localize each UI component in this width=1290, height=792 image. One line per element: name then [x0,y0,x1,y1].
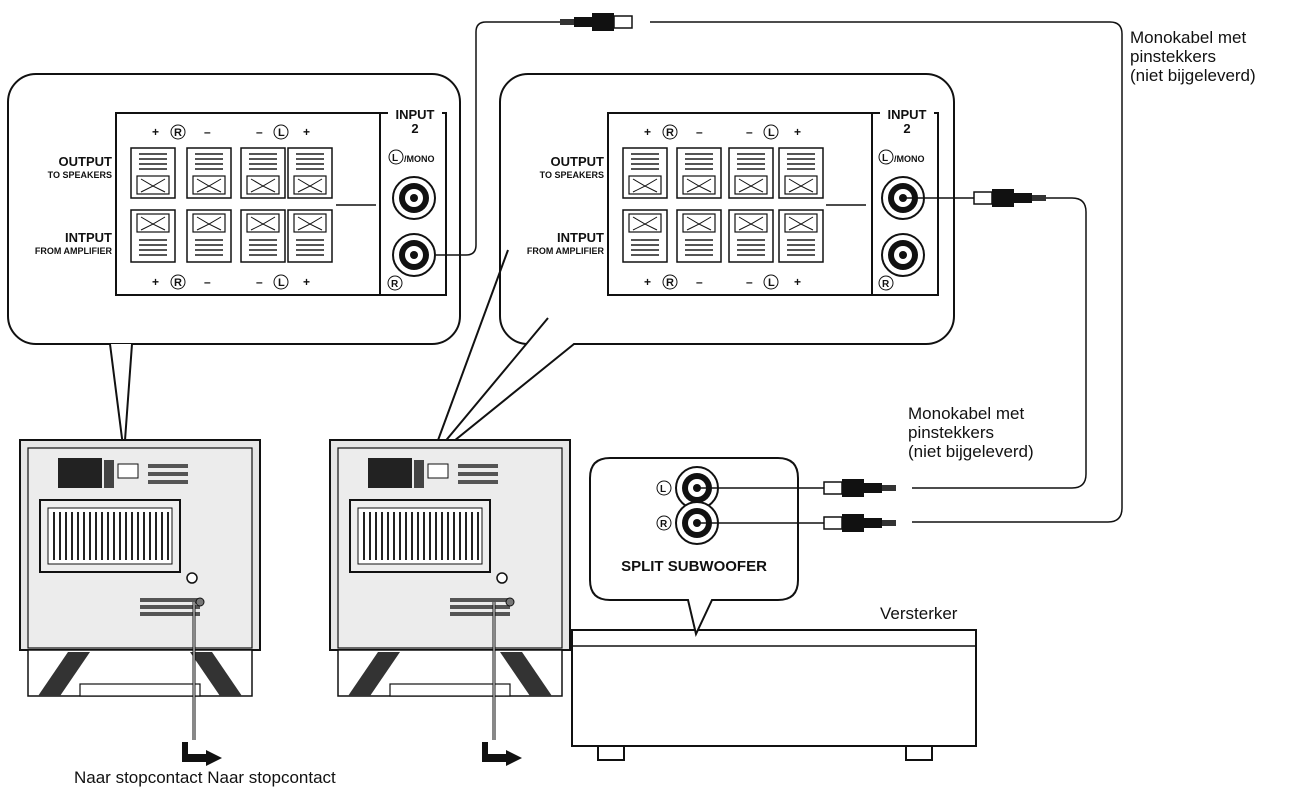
polarity-minus: – [256,275,263,289]
input2-label: INPUT [888,107,927,122]
right-channel-symbol: R [666,127,674,139]
polarity-minus: – [696,125,703,139]
cable-label-middle: Monokabel met pinstekkers (niet bijgelev… [908,404,1034,461]
callout-pointer-left [109,343,133,455]
subwoofer-right [329,439,571,697]
rca-plug-amp-right-icon [823,513,897,533]
rca-jack-right [881,233,925,277]
polarity-minus: – [204,125,211,139]
cable-right-channel [436,21,1123,524]
right-channel-symbol: R [666,277,674,289]
rca-jack-right [392,233,436,277]
amp-jack-right-label: R [660,519,668,530]
polarity-plus: + [152,275,159,289]
right-channel-symbol: R [882,279,890,290]
polarity-minus: – [256,125,263,139]
right-channel-symbol: R [391,279,399,290]
outlet-arrow-left-icon [182,742,222,766]
output-label: OUTPUT [59,154,113,169]
polarity-minus: – [204,275,211,289]
left-channel-symbol: L [278,127,285,139]
input-sublabel: FROM AMPLIFIER [527,246,605,256]
input2-number: 2 [411,121,418,136]
polarity-plus: + [644,275,651,289]
input-sublabel: FROM AMPLIFIER [35,246,113,256]
left-channel-symbol: L [768,127,775,139]
polarity-minus: – [746,125,753,139]
left-channel-symbol: L [768,277,775,289]
mono-label: /MONO [894,154,925,164]
terminal-panel-middle: + R – – L + + R – – L + OUTPUT TO SPEAKE… [527,104,939,296]
input-label: INTPUT [65,230,112,245]
cable-label-top: Monokabel met pinstekkers (niet bijgelev… [1130,28,1256,85]
zoom-bubble-middle: + R – – L + + R – – L + OUTPUT TO SPEAKE… [499,73,955,345]
polarity-minus: – [696,275,703,289]
rca-jack-left-mono [392,176,436,220]
input2-label: INPUT [396,107,435,122]
polarity-plus: + [794,125,801,139]
output-sublabel: TO SPEAKERS [48,170,112,180]
polarity-plus: + [303,125,310,139]
split-subwoofer-bubble: L R SPLIT SUBWOOFER [589,457,799,638]
cable-left-channel [697,197,1087,489]
terminal-panel-left: + R – – L + + R – – L + OUTPUT TO SPEAKE… [35,104,447,296]
left-channel-symbol: L [882,153,888,164]
rca-plug-amp-left-icon [823,478,897,498]
amp-jack-left-label: L [660,484,666,495]
amplifier-label: Versterker [880,604,958,623]
split-subwoofer-label: SPLIT SUBWOOFER [621,558,767,575]
output-label: OUTPUT [551,154,605,169]
left-channel-symbol: L [278,277,285,289]
polarity-plus: + [152,125,159,139]
polarity-plus: + [644,125,651,139]
amplifier [571,629,977,761]
input2-number: 2 [903,121,910,136]
mono-label: /MONO [404,154,435,164]
outlet-caption: Naar stopcontact Naar stopcontact [74,768,336,787]
polarity-plus: + [303,275,310,289]
zoom-bubble-left: + R – – L + + R – – L + OUTPUT TO SPEAKE… [7,73,461,345]
right-channel-symbol: R [174,127,182,139]
polarity-minus: – [746,275,753,289]
input-label: INTPUT [557,230,604,245]
subwoofer-left [19,439,261,697]
polarity-plus: + [794,275,801,289]
right-channel-symbol: R [174,277,182,289]
rca-plug-top-icon [559,12,633,32]
outlet-arrow-right-icon [482,742,522,766]
rca-plug-sub-left-icon [973,188,1047,208]
left-channel-symbol: L [392,153,398,164]
output-sublabel: TO SPEAKERS [540,170,604,180]
